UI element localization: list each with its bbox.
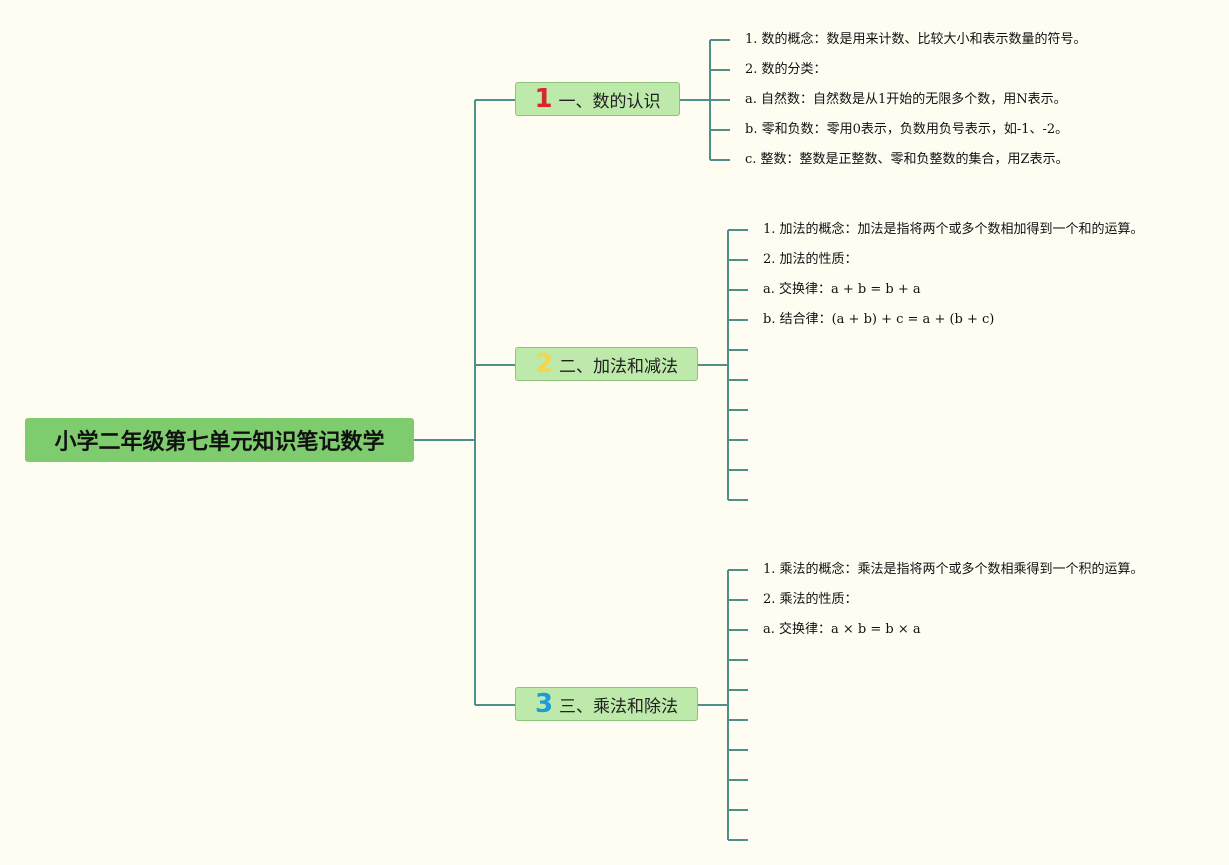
branch-node-1[interactable]: 1 一、数的认识 xyxy=(515,82,680,116)
leaf-node[interactable]: 1. 数的概念：数是用来计数、比较大小和表示数量的符号。 xyxy=(745,32,1087,47)
leaf-node[interactable]: a. 自然数：自然数是从1开始的无限多个数，用N表示。 xyxy=(745,92,1067,107)
leaf-node[interactable]: a. 交换律：a × b = b × a xyxy=(763,622,921,637)
number-1-icon: 1 xyxy=(534,84,553,114)
branch-node-2[interactable]: 2 二、加法和减法 xyxy=(515,347,698,381)
branch-node-3[interactable]: 3 三、乘法和除法 xyxy=(515,687,698,721)
leaf-node[interactable]: b. 零和负数：零用0表示，负数用负号表示，如-1、-2。 xyxy=(745,122,1069,137)
branch-title: 一、数的认识 xyxy=(558,91,661,112)
leaf-node[interactable]: 2. 乘法的性质： xyxy=(763,592,858,607)
root-title: 小学二年级第七单元知识笔记数学 xyxy=(54,430,385,455)
branch-title: 二、加法和减法 xyxy=(559,356,679,377)
leaf-node[interactable]: 2. 加法的性质： xyxy=(763,252,858,267)
number-2-icon: 2 xyxy=(534,349,554,379)
number-3-icon: 3 xyxy=(534,689,554,719)
leaf-node[interactable]: 1. 乘法的概念：乘法是指将两个或多个数相乘得到一个积的运算。 xyxy=(763,562,1144,577)
leaf-node[interactable]: c. 整数：整数是正整数、零和负整数的集合，用Z表示。 xyxy=(745,152,1069,167)
branch-title: 三、乘法和除法 xyxy=(559,696,679,717)
leaf-node[interactable]: b. 结合律：(a + b) + c = a + (b + c) xyxy=(763,312,995,327)
leaf-node[interactable]: 2. 数的分类： xyxy=(745,62,827,77)
leaf-node[interactable]: a. 交换律：a + b = b + a xyxy=(763,282,921,297)
leaf-node[interactable]: 1. 加法的概念：加法是指将两个或多个数相加得到一个和的运算。 xyxy=(763,222,1144,237)
root-node[interactable]: 小学二年级第七单元知识笔记数学 xyxy=(25,418,414,462)
